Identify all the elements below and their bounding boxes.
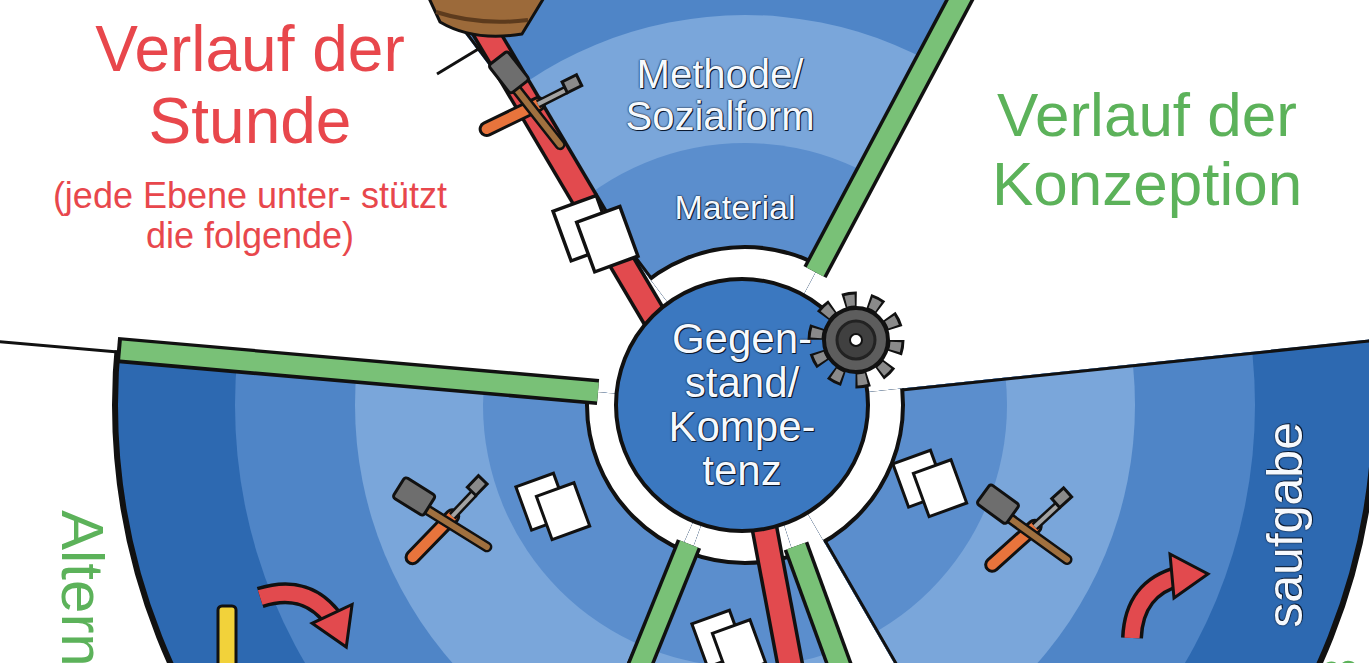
spoke-outline bbox=[117, 350, 598, 392]
node-text: Methode/ Sozialform bbox=[575, 53, 865, 137]
pencil bbox=[218, 606, 236, 663]
gear-body bbox=[824, 308, 888, 372]
node-text: Material bbox=[675, 190, 796, 226]
node-text: saufgabe bbox=[1259, 422, 1312, 628]
ring-band: Material bbox=[630, 180, 840, 235]
tool-icon bbox=[975, 478, 1076, 565]
hat bbox=[428, 0, 545, 36]
paper-icon bbox=[893, 450, 967, 516]
gear-teeth bbox=[816, 300, 896, 380]
curved-arrow bbox=[1132, 554, 1208, 638]
curved-arrow bbox=[260, 569, 365, 663]
spoke-outline bbox=[408, 544, 689, 663]
green-spoke bbox=[121, 350, 598, 392]
red-bar-outline bbox=[762, 515, 872, 663]
node-text: Gegen- stand/ Kompe- tenz bbox=[642, 317, 842, 493]
spoke-outline bbox=[796, 546, 1053, 663]
green-spoke bbox=[408, 544, 689, 663]
note: (jede Ebene unter- stützt die folgende) bbox=[40, 176, 460, 255]
gear-hole bbox=[850, 334, 862, 346]
paper-icon bbox=[692, 610, 766, 663]
circle-shape bbox=[616, 279, 868, 531]
green-spoke bbox=[796, 546, 1053, 663]
red-bar bbox=[455, 0, 872, 663]
paper-icon bbox=[516, 473, 590, 539]
concept-heading: Verlauf der Konzeption bbox=[962, 80, 1332, 219]
red-bar-outline bbox=[455, 0, 665, 335]
stage-heading: Verlauf der Stunde bbox=[50, 14, 450, 157]
tool-icon bbox=[475, 48, 585, 147]
ring-band: Methode/ Sozialform bbox=[575, 35, 865, 155]
leader-line bbox=[437, 48, 480, 74]
paper-icon bbox=[553, 195, 638, 271]
sector-band: saufgabe bbox=[1240, 392, 1330, 658]
gear-teeth-outline bbox=[816, 300, 896, 380]
side-label: Altern bbox=[52, 438, 112, 663]
core-circle: Gegen- stand/ Kompe- tenz bbox=[614, 277, 870, 533]
tool-icon bbox=[390, 466, 496, 559]
hat-shape bbox=[428, 0, 545, 36]
gear-symbol bbox=[816, 300, 896, 380]
hat-band bbox=[436, 12, 528, 22]
red-bar-segment bbox=[455, 0, 665, 335]
side-label: ve 3 bbox=[1316, 556, 1366, 663]
gear-hub bbox=[837, 321, 875, 359]
red-bar-segment bbox=[762, 515, 872, 663]
